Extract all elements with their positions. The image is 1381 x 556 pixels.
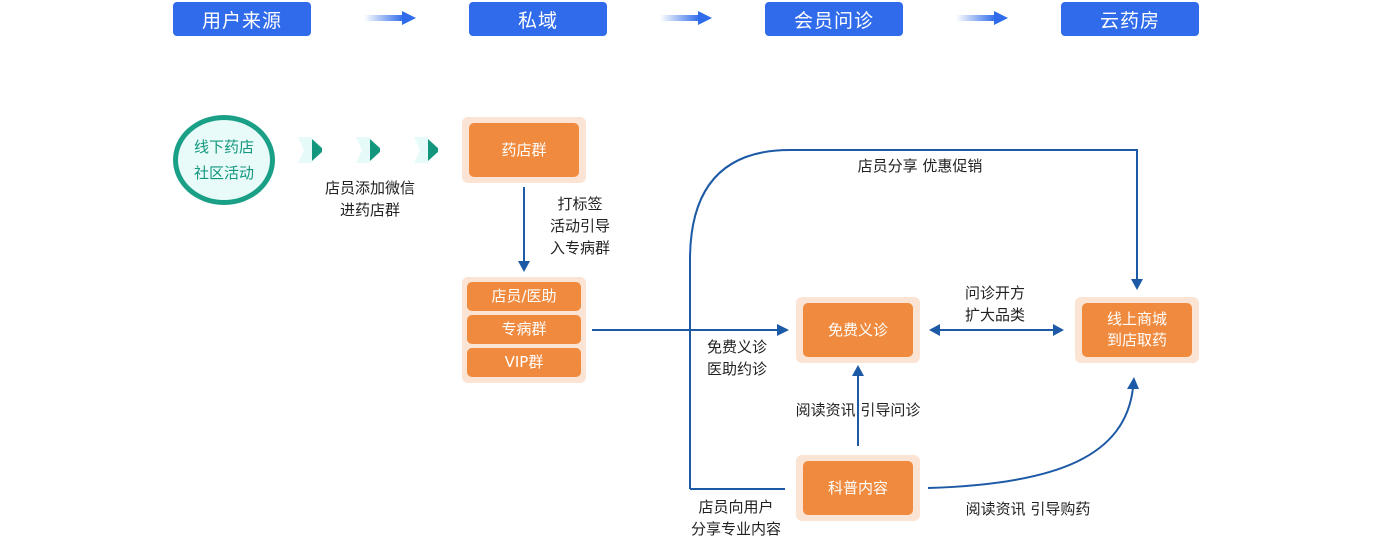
edge-label-line: 扩大品类 bbox=[964, 306, 1025, 324]
edge-label-line: 打标签 bbox=[557, 195, 603, 213]
stage-cloud-pharmacy: 云药房 bbox=[1061, 2, 1199, 36]
arrow-down-icon bbox=[1131, 279, 1143, 290]
edge-label-tagging: 打标签 活动引导 入专病群 bbox=[540, 193, 620, 259]
edge-label-line: 活动引导 bbox=[549, 217, 610, 235]
arrow-right-icon bbox=[364, 11, 416, 25]
edge-label-staff-share: 店员向用户 分享专业内容 bbox=[676, 496, 796, 540]
node-label: 药店群 bbox=[469, 123, 579, 177]
arrow-right-icon bbox=[956, 11, 1008, 25]
stage-member-consult: 会员问诊 bbox=[765, 2, 903, 36]
arrow-right-icon bbox=[1053, 324, 1064, 336]
circle-line: 线下药店 bbox=[193, 138, 254, 156]
node-groups: 店员/医助 专病群 VIP群 bbox=[462, 277, 586, 383]
node-label-line: 线上商城 bbox=[1106, 310, 1167, 328]
node-free-consult: 免费义诊 bbox=[796, 297, 920, 363]
edge-label-line: 店员向用户 bbox=[698, 498, 774, 516]
arrow-up-icon bbox=[1127, 377, 1139, 389]
node-science-content: 科普内容 bbox=[796, 455, 920, 521]
edge-label-consult-prescribe: 问诊开方 扩大品类 bbox=[955, 282, 1035, 326]
node-online-mall: 线上商城 到店取药 bbox=[1075, 297, 1199, 363]
stage-label: 会员问诊 bbox=[793, 9, 874, 32]
edge-label-line: 免费义诊 bbox=[706, 338, 767, 356]
arrow-down-icon bbox=[518, 261, 530, 272]
edge-label-free-consult: 免费义诊 医助约诊 bbox=[697, 336, 777, 380]
edge-label-line: 问诊开方 bbox=[964, 284, 1025, 302]
chevron-right-icon bbox=[298, 137, 322, 163]
caption-line: 进药店群 bbox=[339, 201, 400, 219]
stage-label: 云药房 bbox=[1099, 9, 1160, 32]
edge-label-share-promo: 店员分享 优惠促销 bbox=[857, 157, 983, 175]
group-staff-assistant: 店员/医助 bbox=[467, 282, 581, 311]
arrow-up-icon bbox=[852, 365, 864, 376]
node-pharmacy-group: 药店群 bbox=[462, 117, 586, 183]
stage-user-source: 用户来源 bbox=[173, 2, 311, 36]
circle-line: 社区活动 bbox=[193, 164, 254, 182]
chevron-right-icon bbox=[414, 137, 438, 163]
stage-label: 用户来源 bbox=[201, 9, 282, 32]
node-label: 免费义诊 bbox=[803, 303, 913, 357]
group-vip: VIP群 bbox=[467, 348, 581, 377]
edge-label-line: 分享专业内容 bbox=[690, 520, 781, 538]
connector-share-promo bbox=[689, 149, 1138, 489]
source-caption: 店员添加微信 进药店群 bbox=[310, 177, 430, 221]
arrow-right-icon bbox=[777, 324, 789, 336]
node-label: 线上商城 到店取药 bbox=[1082, 303, 1192, 357]
edge-label-line: 医助约诊 bbox=[706, 360, 767, 378]
arrow-left-icon bbox=[929, 324, 940, 336]
stage-label: 私域 bbox=[517, 9, 558, 32]
group-disease: 专病群 bbox=[467, 315, 581, 344]
edge-label-read-consult: 阅读资讯 引导问诊 bbox=[795, 401, 921, 419]
arrow-right-icon bbox=[660, 11, 712, 25]
edge-label-line: 入专病群 bbox=[549, 239, 610, 257]
caption-line: 店员添加微信 bbox=[324, 179, 415, 197]
source-offline-pharmacy: 线下药店 社区活动 bbox=[173, 115, 275, 205]
stage-private-domain: 私域 bbox=[469, 2, 607, 36]
node-label-line: 到店取药 bbox=[1106, 331, 1167, 349]
connector-content-to-mall bbox=[927, 387, 1134, 489]
node-label: 科普内容 bbox=[803, 461, 913, 515]
edge-label-read-buy: 阅读资讯 引导购药 bbox=[965, 500, 1091, 518]
chevron-right-icon bbox=[356, 137, 380, 163]
